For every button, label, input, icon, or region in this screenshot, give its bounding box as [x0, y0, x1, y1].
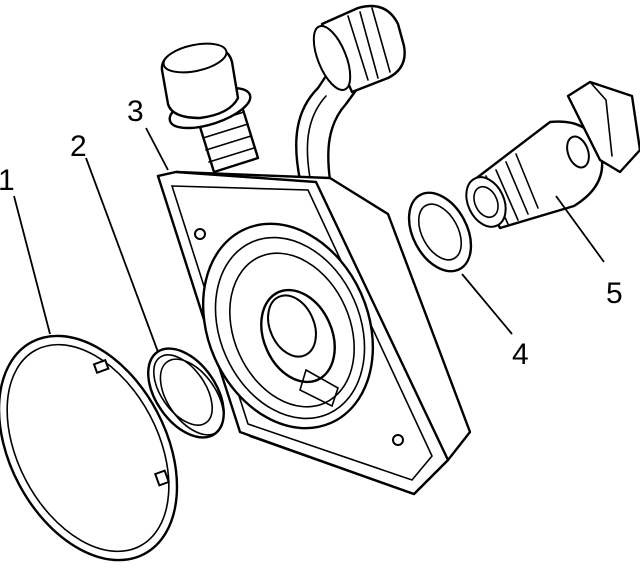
- hollow-bolt: [465, 80, 640, 230]
- callout-5: 5: [606, 277, 623, 310]
- callout-3: 3: [127, 95, 144, 128]
- callout-1: 1: [0, 164, 15, 197]
- leader-line-1: [13, 195, 51, 335]
- sealing-washer: [407, 191, 473, 273]
- leader-line-5: [555, 195, 605, 263]
- leader-line-3: [145, 127, 169, 171]
- leader-line-2: [85, 157, 159, 353]
- oil-cooler-body: [156, 4, 472, 496]
- leader-line-4: [461, 273, 513, 335]
- callout-4: 4: [512, 338, 529, 371]
- large-seal-ring: [0, 334, 179, 562]
- small-ring-seal: [147, 347, 225, 439]
- callout-2: 2: [70, 130, 87, 163]
